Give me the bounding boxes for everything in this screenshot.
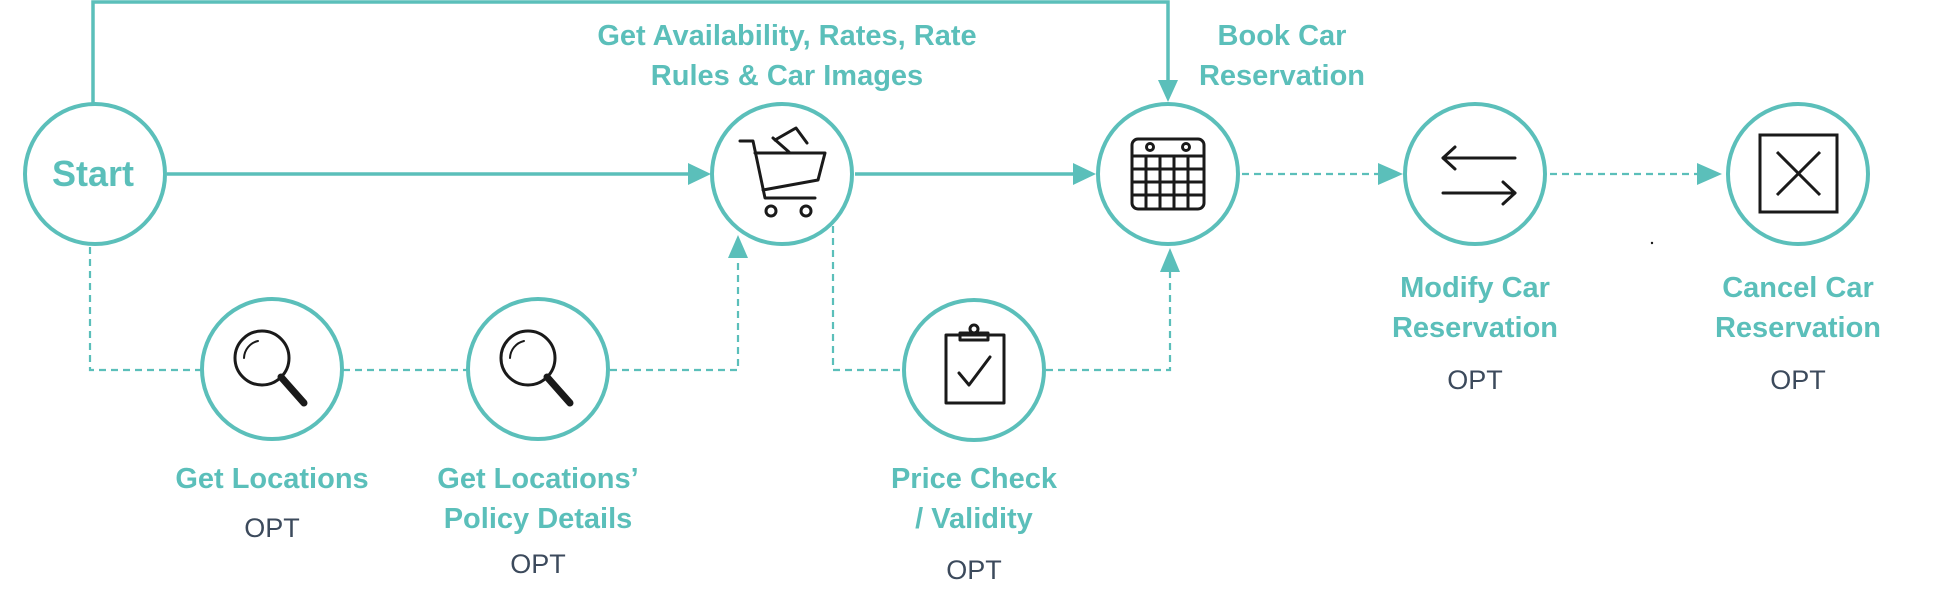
label-get-locations-policy: Get Locations’ Policy Details [418,459,658,539]
solid-connectors [91,0,1178,185]
cancel-x-icon [1758,133,1839,214]
swap-arrows-icon [1441,145,1517,206]
label-line: Cancel Car [1722,272,1874,304]
arrowhead-modify [1378,163,1403,185]
label-line: Reservation [1198,60,1365,92]
label-line: Reservation [1391,312,1558,344]
node-get-locations[interactable] [200,297,344,441]
label-line: Reservation [1714,312,1881,344]
label-get-availability: Get Availability, Rates, Rate Rules & Ca… [562,16,1012,96]
opt-badge-cancel-car: OPT [1770,365,1826,395]
arrowhead-book-top [1158,80,1178,102]
connector-start-to-get-locations [88,247,202,372]
opt-badge-get-locations-policy: OPT [510,549,566,579]
node-get-availability[interactable] [710,102,854,246]
label-book-car: Book Car Reservation [1162,16,1402,96]
magnifier-icon [233,329,308,407]
opt-badge-get-locations: OPT [244,513,300,543]
label-line: Get Locations’ [437,463,639,495]
calendar-icon [1130,137,1206,211]
node-price-check[interactable] [902,298,1046,442]
arrowhead-book-left [1073,163,1096,185]
arrowhead-availability-bottom [728,235,748,258]
label-line: Rules & Car Images [650,60,924,92]
node-cancel-car[interactable] [1726,102,1870,246]
clipboard-check-icon [944,323,1006,405]
label-line: / Validity [915,503,1033,535]
label-cancel-car: Cancel Car Reservation [1688,268,1908,348]
label-line: Price Check [890,463,1058,495]
opt-badge-modify-car: OPT [1447,365,1503,395]
start-label: Start [52,153,134,194]
label-line: Get Availability, Rates, Rate [597,20,977,52]
connector-price-check-to-book [1046,268,1172,372]
label-line: Modify Car [1400,272,1550,304]
node-book-car[interactable] [1096,102,1240,246]
dashed-arrowheads [728,163,1722,272]
node-modify-car[interactable] [1403,102,1547,246]
arrowhead-book-bottom [1160,248,1180,272]
connector-policy-to-availability [610,245,740,372]
dashed-connectors [88,172,1700,372]
opt-badge-price-check: OPT [946,555,1002,585]
label-get-locations: Get Locations [162,459,382,499]
arrowhead-cancel [1697,163,1722,185]
label-line: Policy Details [443,503,633,535]
label-line: Book Car [1217,20,1347,52]
label-line: Get Locations [175,463,369,495]
connector-availability-to-price-check [831,226,903,372]
node-get-locations-policy[interactable] [466,297,610,441]
magnifier-icon [499,329,574,407]
label-modify-car: Modify Car Reservation [1365,268,1585,348]
arrowhead-availability [688,163,711,185]
stray-dot [1650,241,1654,245]
shopping-cart-icon [738,126,827,218]
label-price-check: Price Check / Validity [864,459,1084,539]
node-start[interactable]: Start [23,102,167,246]
connector-start-to-book-top [91,0,1170,103]
